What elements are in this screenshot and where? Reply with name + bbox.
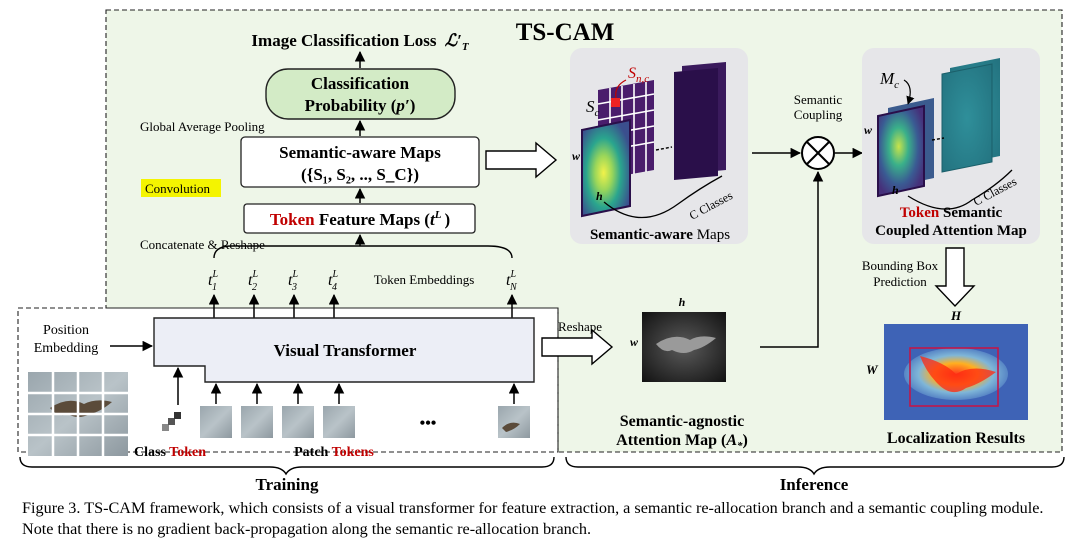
semantic-maps-box	[240, 136, 480, 188]
semantic-aware-caption: Semantic-aware Maps	[590, 227, 730, 243]
visual-transformer-block	[153, 317, 535, 383]
panel-h: h	[596, 189, 603, 203]
agnostic-caption-line1: Semantic-agnostic	[620, 413, 744, 430]
ellipsis: •••	[420, 415, 437, 432]
localization-image	[884, 324, 1028, 420]
token-feature-label: Token Feature Maps (tL)	[270, 209, 450, 229]
reshape-label: Reshape	[558, 319, 602, 334]
panel-w: w	[572, 149, 581, 163]
semantic-coupling-line1: Semantic	[794, 92, 843, 107]
gap-label: Global Average Pooling	[140, 119, 265, 134]
token-feature-box	[243, 203, 476, 234]
coupled-w: w	[864, 123, 873, 137]
training-brace	[19, 456, 555, 476]
patch-tokens	[200, 406, 530, 438]
semantic-maps-line2: ({S₁, S₂, .., S_C})	[301, 165, 419, 184]
coupled-h: h	[892, 183, 899, 197]
agnostic-caption-line2: Attention Map (A*)	[616, 432, 748, 452]
classification-box	[265, 68, 456, 120]
training-label: Training	[256, 475, 319, 494]
semantic-coupling-line2: Coupling	[794, 107, 843, 122]
semantic-maps-line1: Semantic-aware Maps	[279, 143, 441, 162]
m-c-label: Mc	[879, 69, 899, 91]
loc-H: H	[950, 308, 962, 323]
position-embedding-line2: Embedding	[34, 341, 99, 356]
coupled-caption-line2: Coupled Attention Map	[875, 223, 1027, 239]
class-token-label: Class Token	[134, 445, 206, 460]
training-region	[17, 307, 559, 453]
agnostic-w: w	[630, 335, 639, 349]
classification-line1: Classification	[311, 74, 410, 93]
agnostic-h: h	[679, 295, 686, 309]
token-embeddings-label: Token Embeddings	[374, 272, 475, 287]
diagram-title: TS-CAM	[516, 19, 615, 46]
hollow-arrow-semantic	[485, 141, 558, 179]
s-c-label: Sc	[586, 97, 600, 119]
localization-caption: Localization Results	[887, 430, 1025, 447]
bbox-line1: Bounding Box	[862, 258, 939, 273]
class-token-icon	[162, 412, 181, 431]
semantic-map-stack	[581, 62, 726, 219]
hollow-arrow-bbox	[934, 247, 976, 308]
convolution-highlight	[141, 179, 221, 197]
classification-line2: Probability (p′)	[305, 96, 416, 115]
bbox-line2: Prediction	[873, 274, 927, 289]
figure-caption: Figure 3. TS-CAM framework, which consis…	[22, 499, 1044, 538]
concat-label: Concatenate & Reshape	[140, 237, 265, 252]
coupled-caption-line1: Token Semantic	[900, 205, 1003, 221]
input-image	[28, 372, 128, 456]
s-nc-label: Sn,c	[628, 65, 649, 85]
loss-label: Image Classification Loss ℒ′T	[251, 31, 469, 53]
inference-brace	[565, 456, 1065, 476]
visual-transformer-label: Visual Transformer	[274, 341, 417, 360]
coupled-map-stack	[877, 58, 1013, 210]
patch-tokens-label: Patch Tokens	[294, 445, 374, 460]
hollow-arrow-reshape	[541, 328, 614, 366]
inference-label: Inference	[780, 475, 849, 494]
coupling-operator-icon	[801, 136, 835, 170]
loc-W: W	[866, 362, 879, 377]
convolution-label: Convolution	[145, 181, 211, 196]
agnostic-attention-image	[642, 312, 726, 382]
position-embedding-line1: Position	[43, 323, 89, 338]
